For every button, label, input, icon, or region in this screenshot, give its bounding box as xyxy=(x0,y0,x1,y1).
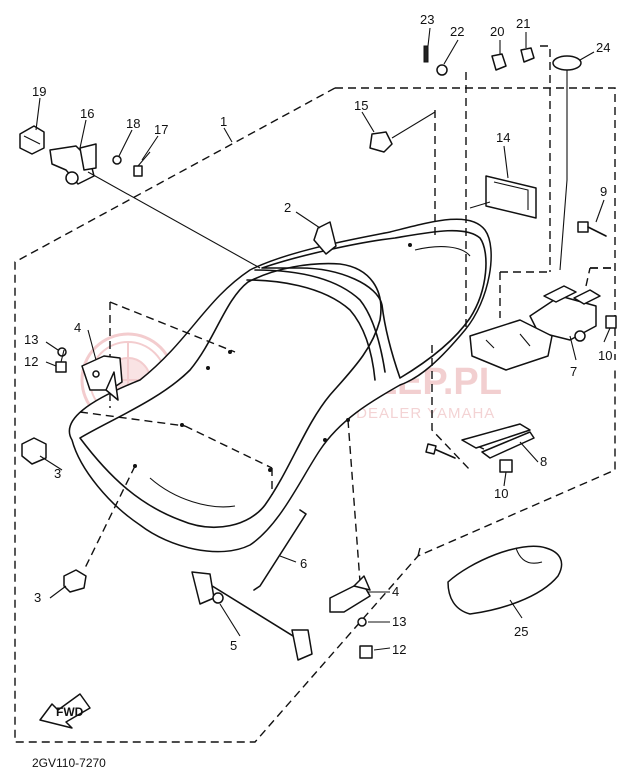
part-3-damper-lower xyxy=(63,569,87,593)
part-12-bolt-lower xyxy=(359,645,373,659)
callout-2: 2 xyxy=(284,200,291,215)
part-25-tool-bag xyxy=(447,545,563,615)
part-24-cap xyxy=(552,55,582,71)
part-2-hook xyxy=(313,221,337,255)
callout-12-lower: 12 xyxy=(392,642,406,657)
part-15-grommet xyxy=(369,131,393,153)
part-10-nut-upper xyxy=(605,315,617,329)
callout-leaders xyxy=(35,27,611,651)
part-8-stay xyxy=(461,423,535,459)
callout-20: 20 xyxy=(490,24,504,39)
part-9-bolt xyxy=(577,221,607,237)
part-5-rod xyxy=(191,571,313,661)
part-12-bolt-upper xyxy=(55,349,67,373)
callout-3-upper: 3 xyxy=(54,466,61,481)
callout-1: 1 xyxy=(220,114,227,129)
callout-23: 23 xyxy=(420,12,434,27)
guide-mid xyxy=(585,267,615,287)
callout-10-upper: 10 xyxy=(598,348,612,363)
callout-18: 18 xyxy=(126,116,140,131)
part-10-nut-lower xyxy=(499,459,513,473)
part-6-cable xyxy=(253,509,307,591)
part-23-bolt xyxy=(423,45,429,63)
callout-7: 7 xyxy=(570,364,577,379)
callout-8: 8 xyxy=(540,454,547,469)
guide-front-bracket xyxy=(79,301,273,495)
callout-4-lower: 4 xyxy=(392,584,399,599)
part-21-nut xyxy=(520,47,535,63)
part-14-reflector xyxy=(469,175,537,219)
callout-16: 16 xyxy=(80,106,94,121)
callout-22: 22 xyxy=(450,24,464,39)
part-18-washer xyxy=(112,155,122,165)
callout-14: 14 xyxy=(496,130,510,145)
part-3-damper-upper xyxy=(21,437,47,465)
part-16-seat-lock xyxy=(49,143,97,185)
seat-latch-plate xyxy=(469,319,553,371)
callout-6: 6 xyxy=(300,556,307,571)
seat xyxy=(68,218,492,553)
part-7-bracket xyxy=(529,285,601,342)
callout-13-lower: 13 xyxy=(392,614,406,629)
part-4-bracket-lower xyxy=(329,575,371,613)
assembly-boundary xyxy=(14,87,616,743)
part-19-cap xyxy=(19,125,45,155)
guide-rear xyxy=(84,45,551,583)
part-13-washer-upper xyxy=(57,347,67,357)
callout-17: 17 xyxy=(154,122,168,137)
callout-12-upper: 12 xyxy=(24,354,38,369)
leader-15 xyxy=(391,111,436,139)
callout-5: 5 xyxy=(230,638,237,653)
leader-16-seat xyxy=(87,171,261,269)
callout-10-lower: 10 xyxy=(494,486,508,501)
callout-21: 21 xyxy=(516,16,530,31)
part-8-bolt-head xyxy=(425,443,437,455)
callout-24: 24 xyxy=(596,40,610,55)
drawing-code: 2GV110-7270 xyxy=(32,756,106,770)
callout-numbers: 19 16 18 17 1 23 22 20 21 24 15 14 2 9 7… xyxy=(24,12,612,657)
leader-24 xyxy=(559,70,568,271)
part-13-washer-lower xyxy=(357,617,367,627)
callout-3-lower: 3 xyxy=(34,590,41,605)
part-17-screw xyxy=(133,151,151,177)
callout-9: 9 xyxy=(600,184,607,199)
part-22-nut xyxy=(436,64,448,76)
callout-15: 15 xyxy=(354,98,368,113)
front-direction-arrow: FWD xyxy=(39,693,91,729)
callout-4-upper: 4 xyxy=(74,320,81,335)
front-arrow-label: FWD xyxy=(56,705,84,719)
rear-boundary xyxy=(335,87,616,360)
callout-13-upper: 13 xyxy=(24,332,38,347)
callout-25: 25 xyxy=(514,624,528,639)
part-4-bracket-upper xyxy=(81,355,123,401)
part-20-collar xyxy=(491,53,507,71)
callout-19: 19 xyxy=(32,84,46,99)
